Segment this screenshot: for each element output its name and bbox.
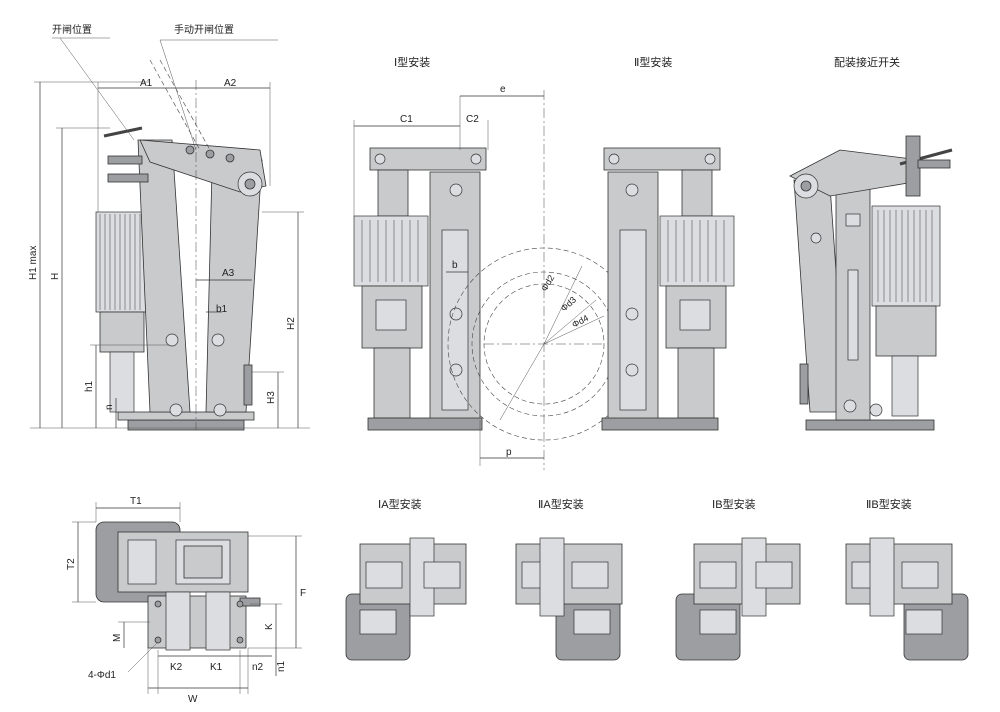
dim-n: n bbox=[104, 404, 115, 410]
dim-a1: A1 bbox=[140, 78, 153, 89]
side-view: 开闸位置 手动开闸位置 A1 A2 A3 b1 H1 max H h1 n H2… bbox=[28, 23, 310, 431]
dim-h2: H2 bbox=[286, 317, 297, 330]
dim-h3: H3 bbox=[266, 391, 277, 404]
caption-type1: Ⅰ型安装 bbox=[394, 55, 430, 69]
dim-d1: 4-Φd1 bbox=[88, 670, 116, 681]
dim-h: H bbox=[50, 273, 61, 280]
dim-n1: n1 bbox=[276, 660, 287, 672]
variant-2a bbox=[515, 537, 623, 661]
dim-m: M bbox=[112, 634, 123, 642]
caption-proximity: 配装接近开关 bbox=[834, 55, 900, 69]
side-thruster-fins bbox=[99, 214, 141, 310]
variant-1a bbox=[345, 537, 467, 661]
dim-a3: A3 bbox=[222, 268, 235, 279]
dim-f: F bbox=[300, 588, 306, 599]
dim-t1: T1 bbox=[130, 496, 142, 507]
callout-manual-open: 手动开闸位置 bbox=[174, 23, 234, 36]
plan-view: T1 T2 F M K K2 K1 n2 n1 4-Φd1 W bbox=[66, 496, 306, 705]
side-thruster bbox=[95, 211, 149, 313]
caption-type2a: ⅡA型安装 bbox=[538, 497, 584, 511]
dim-d2: Φd2 bbox=[539, 273, 556, 293]
type2-motor bbox=[659, 215, 735, 287]
dim-k: K bbox=[264, 623, 275, 630]
caption-type2: Ⅱ型安装 bbox=[634, 55, 672, 69]
side-switch-upper bbox=[107, 155, 143, 165]
side-thruster-lower bbox=[99, 311, 145, 353]
side-right-arm bbox=[205, 159, 263, 413]
dim-e: e bbox=[500, 84, 506, 95]
dim-a2: A2 bbox=[224, 78, 237, 89]
dim-c1: C1 bbox=[400, 114, 413, 125]
variant-1b bbox=[675, 537, 801, 661]
side-switch-lower bbox=[107, 173, 149, 183]
variant-2b bbox=[845, 537, 969, 661]
dim-h1max: H1 max bbox=[28, 246, 39, 280]
type1-motor bbox=[353, 215, 429, 287]
side-manual-handle bbox=[103, 126, 143, 138]
dim-k2: K2 bbox=[170, 662, 183, 673]
side-left-arm bbox=[137, 139, 191, 413]
type2-front-view bbox=[601, 147, 735, 431]
dim-k1: K1 bbox=[210, 662, 223, 673]
dim-b1: b1 bbox=[216, 304, 228, 315]
caption-type1a: ⅠA型安装 bbox=[378, 497, 422, 511]
dim-n2: n2 bbox=[252, 662, 264, 673]
dim-w: W bbox=[188, 694, 198, 705]
dim-h1: h1 bbox=[84, 380, 95, 392]
proximity-switch-view bbox=[789, 135, 953, 431]
caption-type2b: ⅡB型安装 bbox=[866, 497, 912, 511]
side-adjust-rod bbox=[243, 364, 253, 406]
caption-type1b: ⅠB型安装 bbox=[712, 497, 756, 511]
dim-d3: Φd3 bbox=[559, 295, 578, 314]
dim-c2: C2 bbox=[466, 114, 479, 125]
side-base-plate bbox=[127, 419, 245, 431]
callout-open-position: 开闸位置 bbox=[52, 23, 92, 36]
side-thruster-rod bbox=[109, 351, 135, 413]
dim-b: b bbox=[452, 260, 458, 271]
dim-p: p bbox=[506, 447, 512, 458]
side-base-frame bbox=[117, 411, 255, 421]
dim-t2: T2 bbox=[66, 558, 77, 570]
type1-front-view: C1 C2 e b bbox=[353, 84, 545, 470]
